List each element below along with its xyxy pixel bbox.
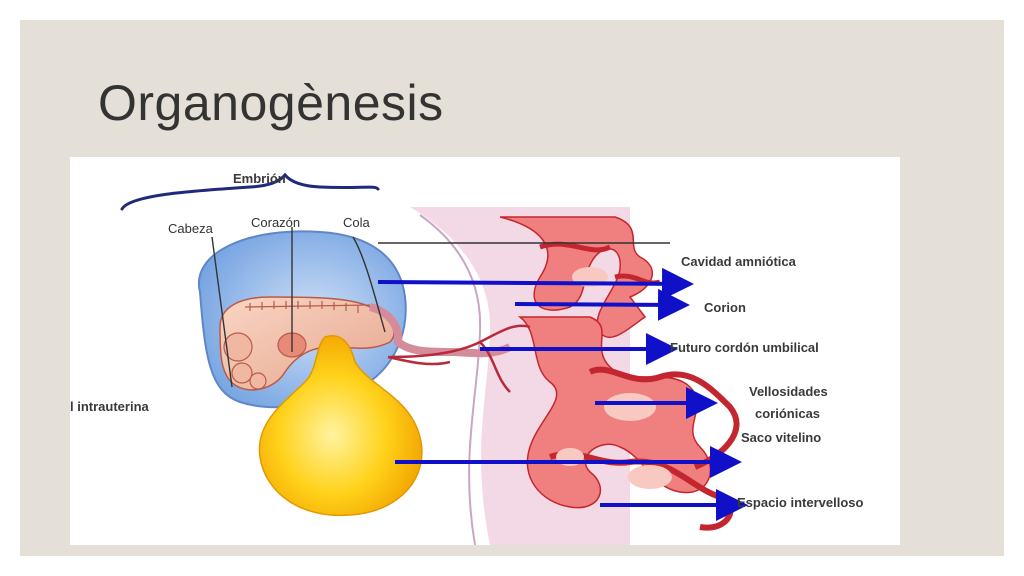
slide-title: Organogènesis <box>98 75 444 131</box>
label-espacio-intervelloso: Espacio intervelloso <box>737 495 864 510</box>
label-vellosidades: Vellosidades <box>749 384 828 399</box>
label-corion: Corion <box>704 300 746 315</box>
embryo-brace <box>120 172 380 211</box>
label-intrauterina: l intrauterina <box>70 399 149 414</box>
label-corazon: Corazón <box>251 215 301 230</box>
label-embrion: Embrión <box>233 171 286 186</box>
label-corionicas: coriónicas <box>755 406 821 421</box>
embryo-body <box>219 296 395 391</box>
arrow-corion <box>514 288 690 321</box>
label-cavidad-amniotica: Cavidad amniótica <box>681 254 796 269</box>
embryo-illustration <box>120 172 748 545</box>
arrow-cavidad-amniotica <box>377 267 694 300</box>
label-cola: Cola <box>343 215 370 230</box>
embryo-somites <box>244 301 371 313</box>
label-cabeza: Cabeza <box>168 221 213 236</box>
label-saco-vitelino: Saco vitelino <box>741 430 822 445</box>
embryo-head <box>223 332 267 390</box>
label-futuro-cordon-umbilical: Futuro cordón umbilical <box>670 340 819 355</box>
umbilical-vessels <box>389 324 531 393</box>
indicator-arrows <box>377 267 748 521</box>
label-leader-lines <box>211 227 670 388</box>
embryo-diagram: Embrión Cabeza Corazón Cola Cavidad amni… <box>70 157 900 545</box>
yolk-sac <box>258 335 423 517</box>
